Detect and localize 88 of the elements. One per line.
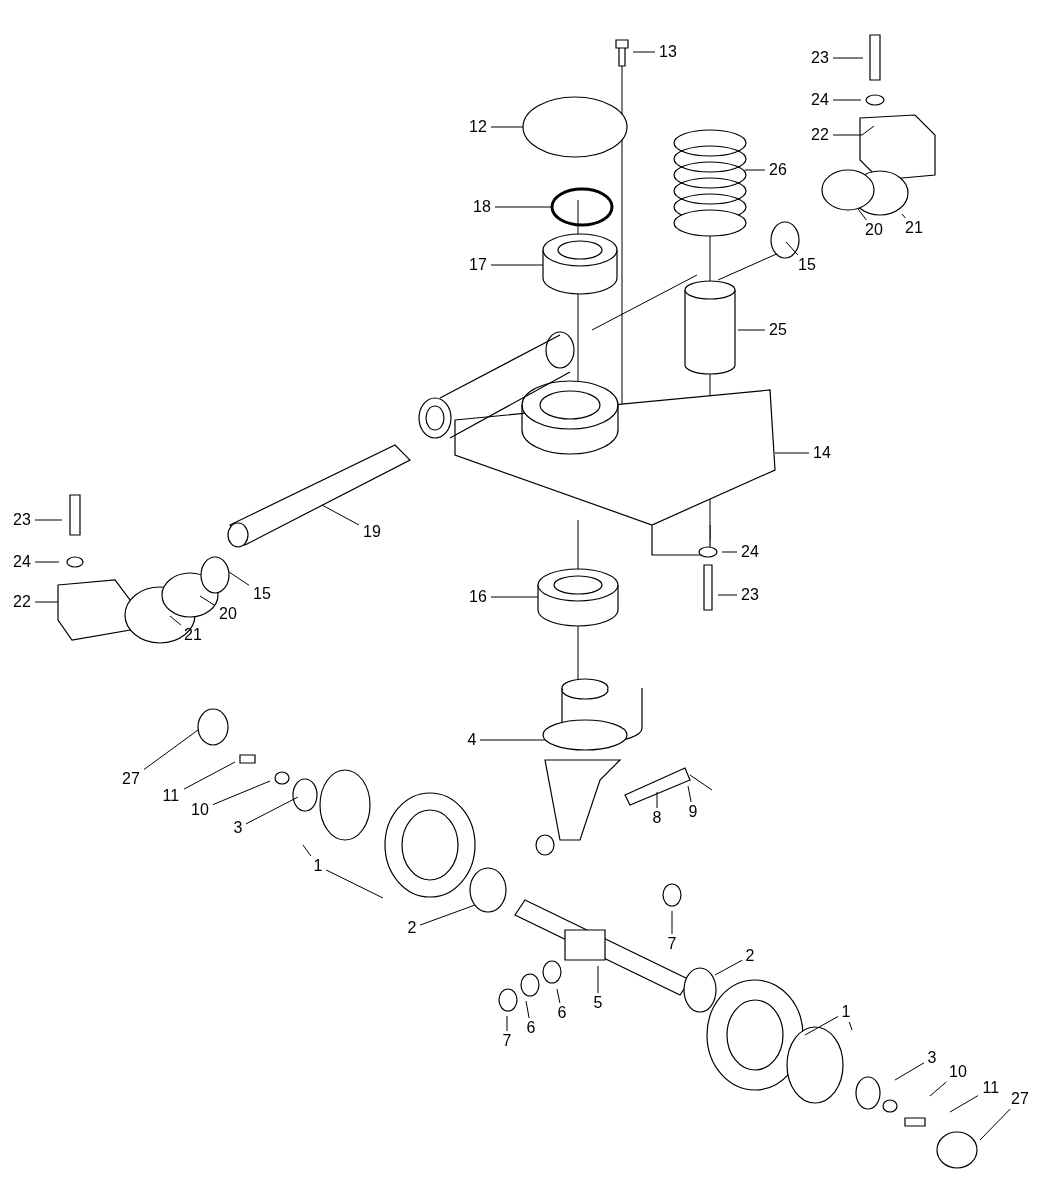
leader-line [183, 761, 236, 790]
callout-number: 2 [407, 920, 417, 936]
callout-number: 5 [593, 995, 603, 1011]
leader-line [632, 51, 656, 53]
leader-line [656, 791, 658, 809]
callout-number: 24 [13, 554, 31, 570]
leader-line [143, 729, 199, 770]
leader-line [325, 869, 384, 899]
leader-line [419, 904, 476, 926]
callout-number: 6 [557, 1005, 567, 1021]
callout-number: 7 [502, 1033, 512, 1049]
callout-number: 12 [469, 119, 487, 135]
leader-line [228, 571, 250, 586]
leader-line [929, 1081, 947, 1097]
leader-line [848, 1021, 853, 1031]
leader-line [34, 601, 59, 603]
leader-line [597, 965, 599, 994]
leader-line [490, 126, 524, 128]
callout-number: 22 [811, 127, 829, 143]
callout-number: 16 [469, 589, 487, 605]
leader-line [832, 57, 864, 59]
callout-number: 7 [667, 936, 677, 952]
callout-number: 6 [526, 1020, 536, 1036]
callout-number: 9 [688, 804, 698, 820]
leader-line [744, 169, 766, 171]
callout-number: 18 [473, 199, 491, 215]
callout-number: 23 [741, 587, 759, 603]
leader-line [894, 1062, 925, 1081]
leader-line [321, 504, 360, 526]
leader-line [857, 208, 867, 221]
callout-number: 24 [741, 544, 759, 560]
callout-number: 27 [122, 771, 140, 787]
callout-number: 1 [841, 1004, 851, 1020]
callout-number: 21 [905, 220, 923, 236]
leader-line [717, 594, 738, 596]
callout-number: 15 [798, 257, 816, 273]
leader-line [737, 329, 766, 331]
callout-number: 21 [184, 627, 202, 643]
leader-line [479, 739, 546, 741]
leader-line [832, 125, 875, 136]
callout-number: 1 [313, 858, 323, 874]
leader-line [525, 1000, 530, 1019]
callout-number: 25 [769, 322, 787, 338]
leader-line [687, 785, 692, 803]
leader-line [901, 213, 906, 219]
leader-line [506, 1015, 508, 1032]
callout-number: 8 [652, 810, 662, 826]
callout-number: 20 [865, 222, 883, 238]
callout-number: 3 [927, 1050, 937, 1066]
leader-line [979, 1108, 1011, 1141]
leader-line [212, 780, 271, 806]
callout-number: 23 [811, 50, 829, 66]
callout-number: 3 [233, 820, 243, 836]
callout-number: 11 [162, 788, 180, 804]
callout-number: 10 [949, 1064, 967, 1080]
callout-number: 14 [813, 445, 831, 461]
leader-line [804, 1016, 839, 1036]
callout-number: 19 [363, 524, 381, 540]
leader-line [199, 595, 216, 607]
leader-line [302, 844, 312, 857]
callout-number: 26 [769, 162, 787, 178]
leader-line [169, 615, 182, 626]
leader-line [245, 796, 299, 825]
callout-number: 11 [982, 1080, 1000, 1096]
leader-line [494, 206, 554, 208]
leader-line [949, 1095, 979, 1113]
callout-number: 22 [13, 594, 31, 610]
callout-number: 27 [1011, 1091, 1029, 1107]
callout-number: 2 [745, 948, 755, 964]
callout-number: 13 [659, 44, 677, 60]
callout-number: 4 [467, 732, 477, 748]
leader-line [34, 519, 63, 521]
leader-line [721, 551, 738, 553]
leader-line [714, 959, 743, 976]
leader-line [490, 264, 544, 266]
callout-number: 20 [219, 606, 237, 622]
leader-line [556, 988, 561, 1004]
leader-line [490, 596, 539, 598]
leader-line [671, 910, 673, 935]
callout-number: 24 [811, 92, 829, 108]
leader-line [832, 99, 862, 101]
leader-line [34, 561, 60, 563]
callout-number: 23 [13, 512, 31, 528]
leader-line [785, 241, 799, 256]
callout-number: 10 [191, 802, 209, 818]
callout-number: 17 [469, 257, 487, 273]
callout-number: 15 [253, 586, 271, 602]
leader-line [774, 452, 810, 454]
